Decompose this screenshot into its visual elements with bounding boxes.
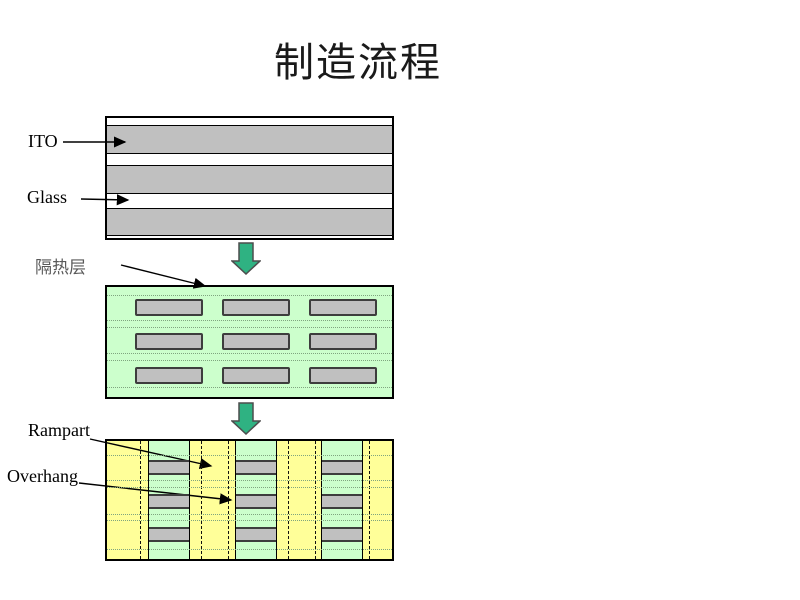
ito-layer [107,208,392,236]
overhang-edge-line [315,441,316,559]
channel-column [235,441,277,559]
guide-line [107,455,392,456]
insulation-layer-diagram [105,285,394,399]
guide-line [107,487,392,488]
guide-line [107,549,392,550]
insulation-bar [309,299,377,316]
rampart-overhang-diagram [105,439,394,561]
electrode-block [236,460,276,475]
insulation-pointer-line [120,264,207,289]
insulation-bar [309,333,377,350]
overhang-edge-line [140,441,141,559]
guide-line [107,520,392,521]
ito-label: ITO [28,131,58,151]
guide-line [107,480,392,481]
insulation-bar [222,299,290,316]
guide-line [107,360,392,361]
guide-line [107,327,392,328]
guide-line [107,387,392,388]
slide-title: 制造流程 [274,40,442,85]
electrode-block [236,494,276,509]
insulation-bar [309,367,377,384]
ito-layer [107,125,392,154]
guide-line [107,353,392,354]
rampart-label: Rampart [28,420,90,440]
down-arrow-icon [231,242,261,275]
guide-line [107,295,392,296]
insulation-bar [135,367,203,384]
channel-column [148,441,190,559]
electrode-block [236,527,276,542]
guide-line [107,320,392,321]
overhang-edge-line [201,441,202,559]
insulation-bar [135,299,203,316]
insulation-bar [222,367,290,384]
overhang-edge-line [288,441,289,559]
insulation-bar [135,333,203,350]
electrode-block [149,527,189,542]
insulation-label: 隔热层 [35,258,86,277]
guide-line [107,514,392,515]
electrode-block [322,494,362,509]
electrode-block [149,460,189,475]
ito-glass-stack-diagram [105,116,394,240]
electrode-block [322,460,362,475]
insulation-bar [222,333,290,350]
overhang-label: Overhang [7,466,78,486]
glass-label: Glass [27,187,67,207]
overhang-edge-line [369,441,370,559]
overhang-edge-line [228,441,229,559]
ito-layer [107,165,392,194]
electrode-block [322,527,362,542]
electrode-block [149,494,189,509]
down-arrow-icon [231,402,261,435]
channel-column [321,441,363,559]
